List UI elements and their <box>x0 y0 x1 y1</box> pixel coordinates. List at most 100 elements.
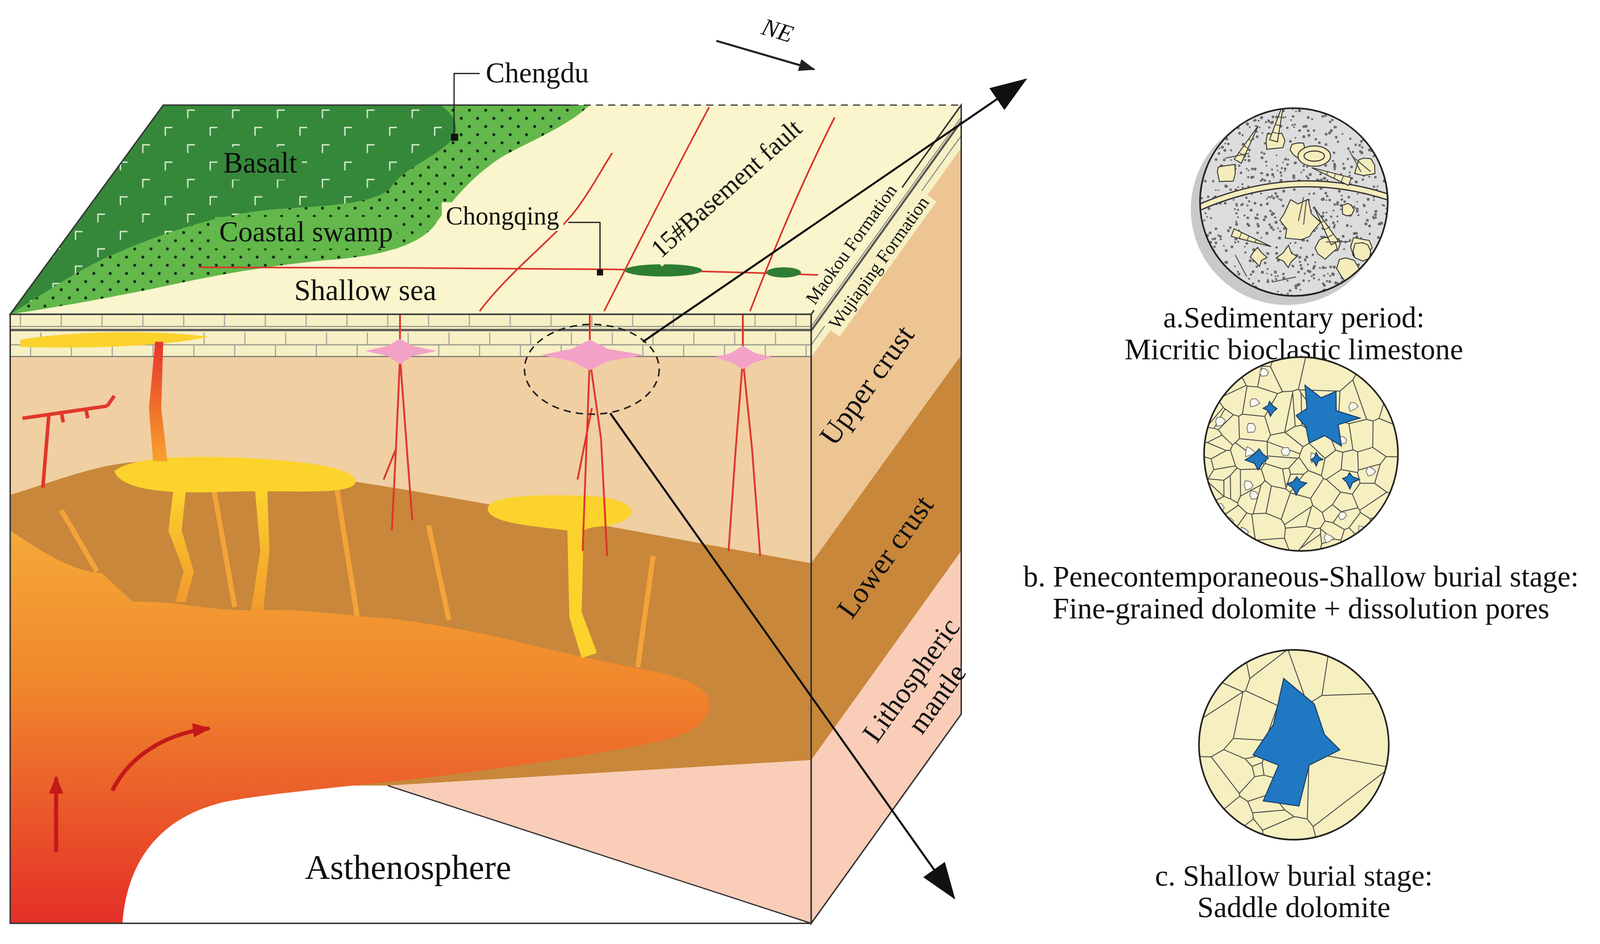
micrite-grain <box>1328 198 1332 202</box>
micrite-grain <box>1245 167 1248 170</box>
micrite-grain <box>1241 134 1244 137</box>
micrite-grain <box>1241 186 1244 189</box>
micrite-grain <box>1201 197 1204 200</box>
micrite-grain <box>1283 167 1287 171</box>
micrite-grain <box>1354 144 1357 147</box>
circle-outline <box>1200 107 1388 296</box>
micrite-grain <box>1293 188 1296 192</box>
face-outline <box>10 314 812 924</box>
micrite-grain <box>1320 235 1324 239</box>
micrite-grain <box>1316 227 1319 230</box>
micrite-grain <box>1321 115 1324 118</box>
micrite-grain <box>1282 272 1285 276</box>
micrite-grain <box>1305 175 1309 178</box>
micrite-grain <box>1306 239 1309 242</box>
dolomite-halo <box>540 339 645 371</box>
micrite-grain <box>1274 220 1278 225</box>
micrite-grain <box>1372 215 1375 219</box>
thin-section <box>1200 100 1388 297</box>
micrite-grain <box>1308 280 1310 282</box>
micrite-grain <box>1302 135 1306 139</box>
micrite-grain <box>1283 158 1287 161</box>
tentaculite <box>1239 232 1258 245</box>
facies-label: Shallow sea <box>290 274 441 307</box>
strata-line <box>811 121 962 331</box>
micrite-grain <box>1223 148 1227 152</box>
micrite-grain <box>1272 196 1276 200</box>
micrite-grain <box>1377 223 1381 226</box>
micrite-grain <box>1263 262 1266 265</box>
micrite-grain <box>1237 216 1239 219</box>
micrite-grain <box>1262 152 1266 155</box>
micrite-grain <box>1322 211 1325 215</box>
micrite-grain <box>1366 197 1370 201</box>
micrite-grain <box>1340 194 1343 197</box>
micrite-grain <box>1289 242 1292 245</box>
micrite-grain <box>1210 217 1213 220</box>
micrite-grain <box>1368 175 1370 178</box>
micrite-grain <box>1325 194 1329 198</box>
micrite-grain <box>1222 158 1226 162</box>
micrite-grain <box>1263 178 1266 182</box>
micrite-grain <box>1350 225 1353 228</box>
micrite-grain <box>1241 203 1244 206</box>
micrite-grain <box>1276 169 1279 172</box>
micrite-grain <box>1336 215 1339 218</box>
micrite-grain <box>1267 195 1270 199</box>
upper-crust-section <box>10 314 812 924</box>
micrite-grain <box>1254 216 1258 220</box>
micrite-grain <box>1282 116 1285 119</box>
lava-flow <box>20 332 210 348</box>
tentaculite <box>1325 170 1344 183</box>
micrite-grain <box>1360 141 1363 144</box>
spicule <box>1272 276 1297 282</box>
micrite-grain <box>1380 221 1383 225</box>
micrite-grain <box>1286 292 1289 295</box>
tentaculite <box>1310 205 1339 246</box>
micrite-grain <box>1300 171 1303 174</box>
micrite-grain <box>1295 110 1298 113</box>
micrite-grain <box>1299 264 1302 267</box>
micrograph-circle <box>1188 639 1400 851</box>
micrite-grain <box>1291 264 1294 267</box>
micrite-grain <box>1376 185 1379 188</box>
micrite-grain <box>1270 168 1273 171</box>
micrite-grain <box>1336 220 1339 223</box>
micrite-grain <box>1275 251 1278 255</box>
micrite-grain <box>1211 238 1214 241</box>
top-face <box>10 73 962 315</box>
micrite-grain <box>1247 148 1251 152</box>
facies-label: Basalt <box>219 147 302 180</box>
zoom-arrow <box>610 413 955 898</box>
micrite-grain <box>1288 289 1292 292</box>
micrite-grain <box>1214 227 1218 231</box>
micrite-grain <box>1372 185 1376 188</box>
bioclast <box>1250 247 1268 267</box>
micrite-grain <box>1237 270 1240 273</box>
micrite-grain <box>1300 266 1304 271</box>
leader-line <box>568 222 600 270</box>
micrite-grain <box>1259 203 1263 207</box>
fault-trace <box>199 107 835 312</box>
bioclast <box>1279 199 1321 241</box>
micrite-grain <box>1208 231 1212 235</box>
micrite-grain <box>1237 240 1240 243</box>
spicule <box>1235 255 1247 277</box>
lithospheric-mantle-section <box>387 760 812 924</box>
micrite-grain <box>1260 156 1264 160</box>
micrite-grain <box>1358 143 1361 147</box>
micrite-grain <box>1247 224 1251 227</box>
micrograph-node: a.Sedimentary period:Micritic bioclastic… <box>987 97 1600 366</box>
micrite-grain <box>1211 179 1215 183</box>
micrite-grain <box>1297 270 1300 274</box>
micrite-grain <box>1275 246 1278 249</box>
micrite-grain <box>1266 280 1270 283</box>
micrite-grain <box>1304 124 1308 128</box>
micrite-grain <box>1276 164 1279 168</box>
micrite-grain <box>1298 129 1300 132</box>
tentaculite <box>1231 228 1273 251</box>
micrite-grain <box>1265 164 1268 167</box>
fault-trace <box>479 153 613 312</box>
strata-line <box>811 117 962 346</box>
micrite-grain <box>1227 142 1231 146</box>
